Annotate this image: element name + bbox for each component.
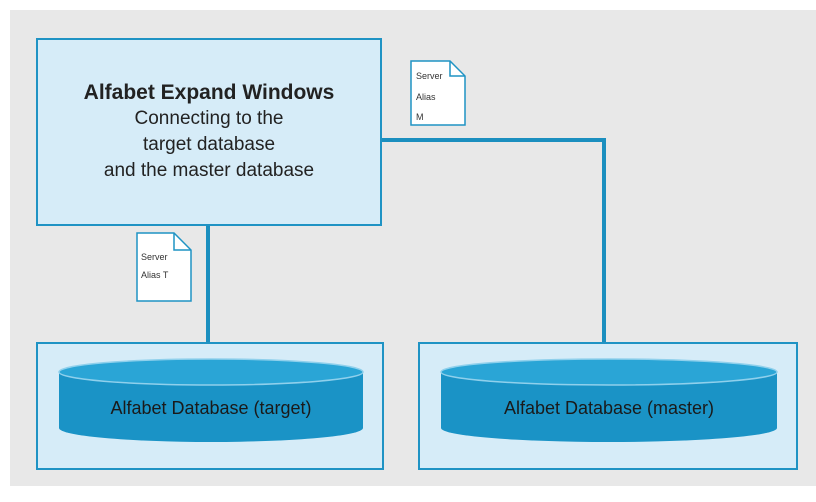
server-alias-master-line-2: Alias	[416, 92, 436, 102]
connector-app-to-target	[206, 226, 210, 342]
master-database-cylinder-icon: Alfabet Database (master)	[440, 358, 778, 442]
application-description-line-2: target database	[142, 134, 276, 155]
server-alias-target-line-1: Server	[141, 252, 168, 262]
server-alias-master-document-icon: Server Alias M	[410, 60, 466, 126]
server-alias-target-document-icon: Server Alias T	[136, 232, 192, 302]
server-alias-target-line-2: Alias T	[141, 270, 169, 280]
server-alias-master-line-3: M	[416, 112, 424, 122]
application-description-line-3: and the master database	[103, 160, 315, 181]
server-alias-master-line-1: Server	[416, 71, 443, 81]
connector-app-to-master-horizontal	[382, 138, 606, 142]
connector-app-to-master-vertical	[602, 138, 606, 342]
master-database-box: Alfabet Database (master)	[418, 342, 798, 470]
application-box: Alfabet Expand Windows Connecting to the…	[36, 38, 382, 226]
target-database-cylinder-icon: Alfabet Database (target)	[58, 358, 364, 442]
application-description-line-1: Connecting to the	[134, 108, 284, 129]
master-database-label: Alfabet Database (master)	[504, 398, 714, 418]
application-title: Alfabet Expand Windows	[83, 81, 335, 104]
target-database-box: Alfabet Database (target)	[36, 342, 384, 470]
target-database-label: Alfabet Database (target)	[110, 398, 311, 418]
